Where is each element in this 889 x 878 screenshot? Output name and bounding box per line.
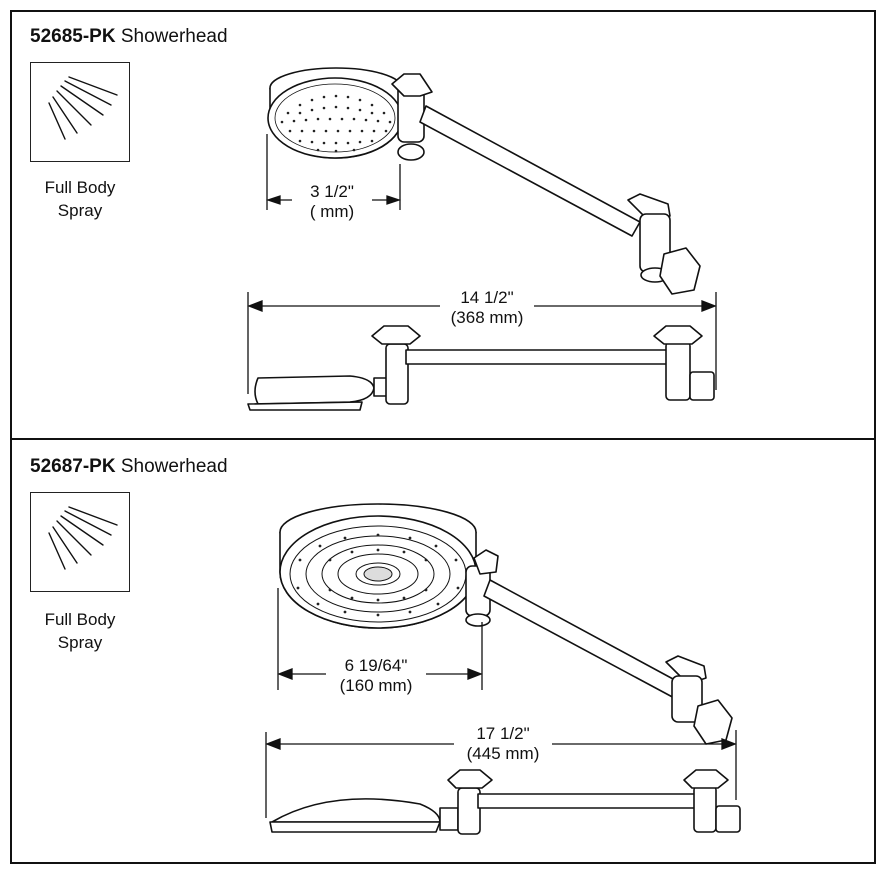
showerhead-2-side-view	[269, 769, 741, 835]
dimension-mm: (160 mm)	[339, 676, 413, 695]
spray-label-line2: Spray	[57, 201, 103, 220]
product-name: Showerhead	[120, 26, 228, 47]
spray-label: Full Body Spray	[30, 608, 130, 654]
dimension-inches: 17 1/2"	[476, 724, 530, 743]
showerhead-1-side-view	[247, 325, 715, 411]
dimension-mm: (368 mm)	[450, 308, 524, 327]
spray-nozzles	[296, 533, 460, 617]
section-divider	[10, 438, 876, 440]
model-number: 52685-PK	[30, 26, 116, 47]
product-name: Showerhead	[120, 456, 228, 477]
full-body-spray-icon	[30, 62, 130, 162]
diagram-frame	[10, 10, 876, 864]
dimension-mm: (445 mm)	[466, 744, 540, 763]
dimension-inches: 3 1/2"	[310, 182, 354, 201]
spray-label: Full Body Spray	[30, 176, 130, 222]
section-2-title: 52687-PK Showerhead	[30, 456, 228, 478]
spray-label-line1: Full Body	[44, 178, 116, 197]
spray-label-line2: Spray	[57, 633, 103, 652]
spray-nozzles	[280, 94, 392, 153]
head-diameter-dimension-2: 6 19/64" (160 mm)	[326, 656, 426, 696]
section-1-title: 52685-PK Showerhead	[30, 26, 228, 48]
spray-label-line1: Full Body	[44, 610, 116, 629]
dimension-mm: ( mm)	[309, 202, 355, 221]
head-diameter-dimension-1: 3 1/2" ( mm)	[292, 182, 372, 222]
full-body-spray-icon	[30, 492, 130, 592]
model-number: 52687-PK	[30, 456, 116, 477]
showerhead-2-top-view	[279, 503, 733, 745]
showerhead-1-top-view	[267, 67, 701, 295]
dimension-inches: 6 19/64"	[344, 656, 408, 675]
dimension-inches: 14 1/2"	[460, 288, 514, 307]
arm-length-dimension-2: 17 1/2" (445 mm)	[454, 724, 552, 764]
arm-length-dimension-1: 14 1/2" (368 mm)	[440, 288, 534, 328]
